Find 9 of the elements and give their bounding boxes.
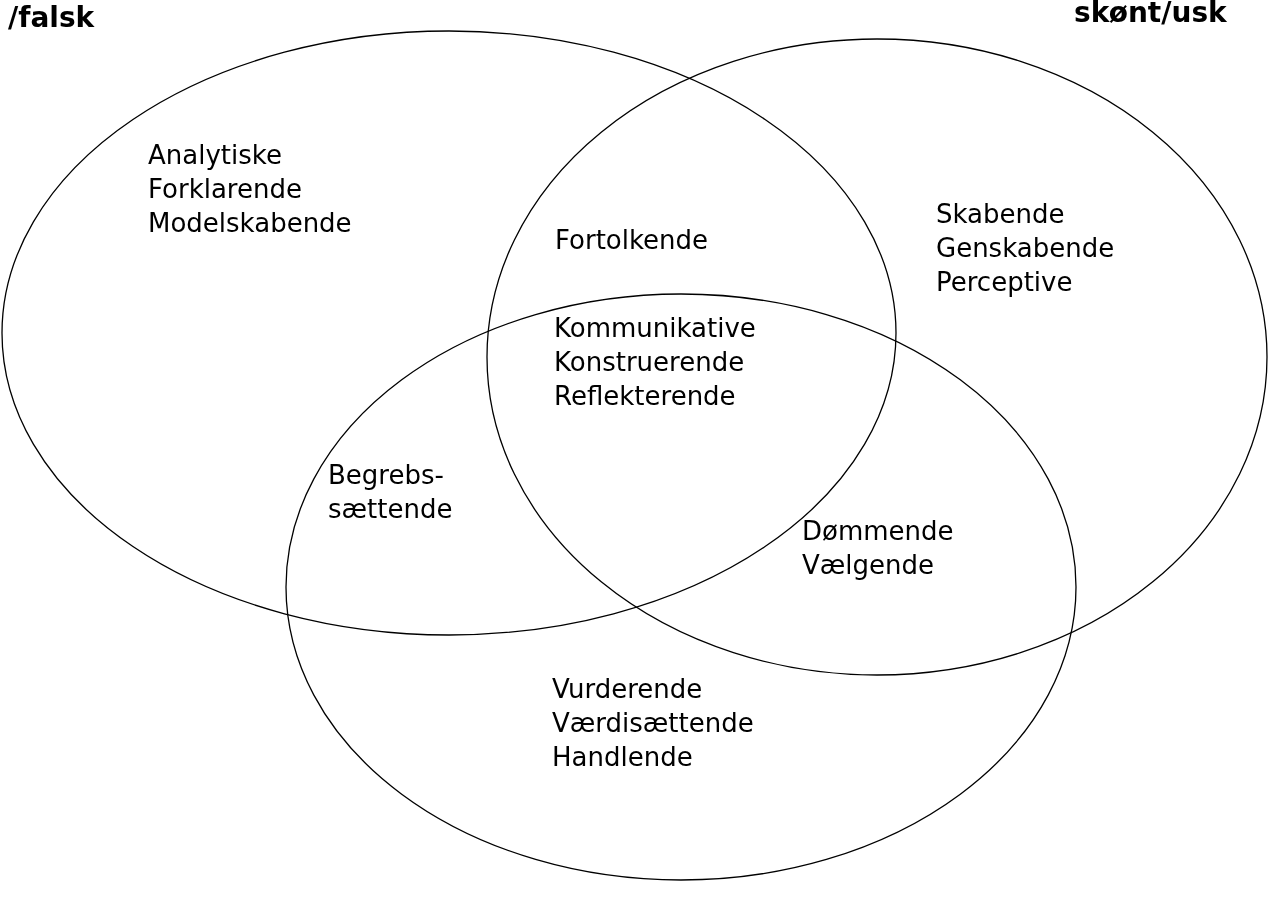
circle-heading: skønt/usk xyxy=(1074,0,1227,28)
overlap-label: Dømmende Vælgende xyxy=(802,515,954,582)
circle-heading: /falsk xyxy=(8,3,95,33)
region-label: Skabende Genskabende Perceptive xyxy=(936,198,1115,299)
region-label: Vurderende Værdisættende Handlende xyxy=(552,673,754,774)
region-label: Analytiske Forklarende Modelskabende xyxy=(148,139,352,240)
overlap-label: Begrebs- sættende xyxy=(328,459,453,526)
overlap-label: Kommunikative Konstruerende Reflekterende xyxy=(554,312,756,413)
overlap-label: Fortolkende xyxy=(555,224,709,257)
